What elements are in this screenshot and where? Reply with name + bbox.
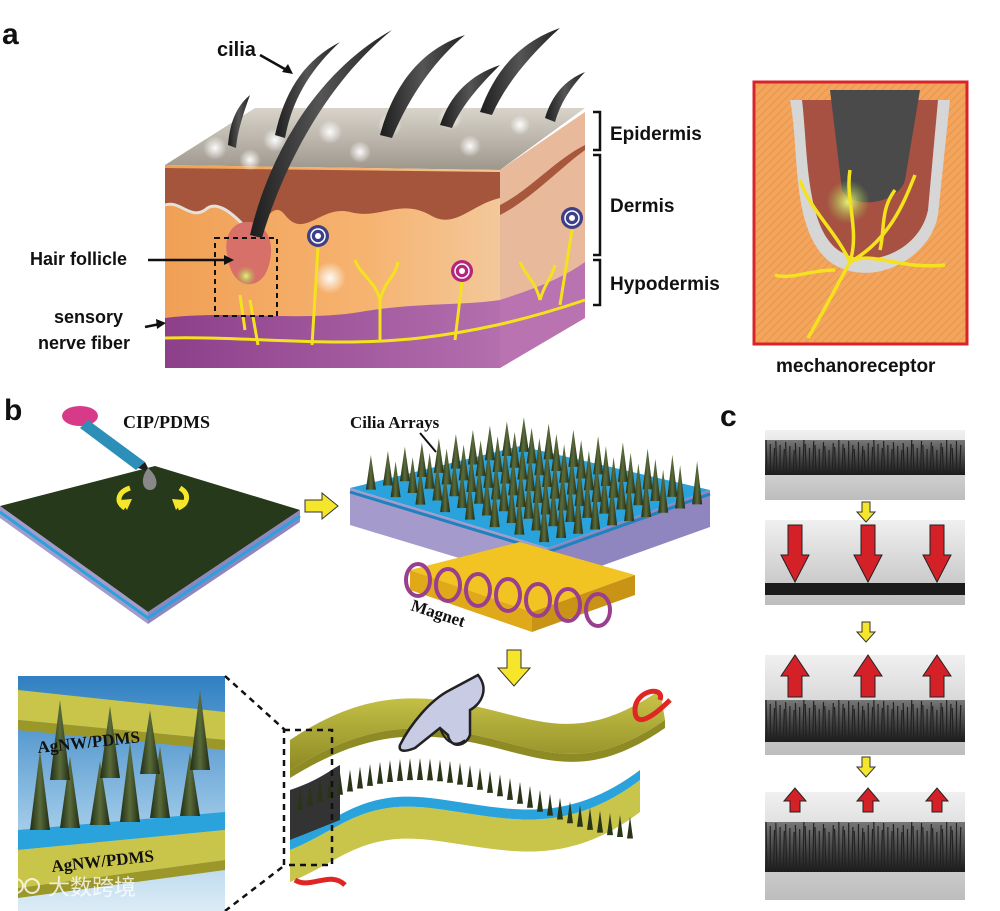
finger-icon — [398, 673, 485, 752]
mechanoreceptor-inset — [752, 80, 969, 346]
swirl-arrows-icon — [116, 485, 189, 511]
receptor-disc-3 — [561, 207, 583, 229]
layer-label-hypodermis: Hypodermis — [610, 274, 720, 295]
sensory-label-line1: sensory — [54, 307, 123, 327]
hair-follicle-label: Hair follicle — [30, 249, 127, 269]
force-arrows — [780, 524, 952, 813]
zoom-inset — [18, 676, 225, 911]
watermark-text: 大数跨境 — [48, 876, 136, 901]
cable-top — [632, 688, 672, 723]
cip-pdms-label: CIP/PDMS — [123, 412, 210, 432]
hairs — [228, 28, 585, 238]
dropper-icon — [62, 406, 157, 490]
cilia-arrays-label: Cilia Arrays — [350, 413, 440, 432]
sensory-label-line2: nerve fiber — [38, 333, 130, 353]
layer-label-dermis: Dermis — [610, 196, 674, 217]
panel-label-b: b — [4, 394, 22, 427]
sensor-zoom-box — [282, 728, 334, 867]
panel-label-a: a — [2, 18, 19, 51]
panel-label-c: c — [720, 400, 737, 433]
step-arrow-down — [496, 649, 532, 687]
receptor-disc-2 — [451, 260, 473, 282]
layer-label-epidermis: Epidermis — [610, 124, 702, 145]
magnet-coils — [404, 562, 612, 628]
cilia-cone-array — [365, 417, 703, 543]
zoom-line-top — [224, 675, 286, 731]
epidermis-top — [165, 108, 585, 170]
cilia-label: cilia — [217, 39, 257, 61]
hypodermis-layer — [165, 300, 500, 368]
dermis-wavy-band — [165, 168, 500, 232]
photo-frame-1 — [765, 430, 965, 500]
flexible-sensor — [290, 690, 665, 882]
transition-arrows — [855, 501, 877, 778]
layer-brackets — [593, 110, 602, 307]
sensory-nerve-fibers — [164, 229, 586, 346]
cip-pdms-slab — [0, 466, 301, 624]
follicle-highlight-box — [214, 237, 278, 317]
step-arrow-right — [304, 491, 339, 521]
watermark: 大数跨境 — [8, 876, 136, 901]
receptor-disc-1 — [307, 225, 329, 247]
inset-caption-mechanoreceptor: mechanoreceptor — [776, 356, 936, 377]
skin-cross-section — [164, 106, 586, 368]
cable-bottom — [293, 876, 347, 887]
zoom-line-bottom — [224, 864, 286, 911]
